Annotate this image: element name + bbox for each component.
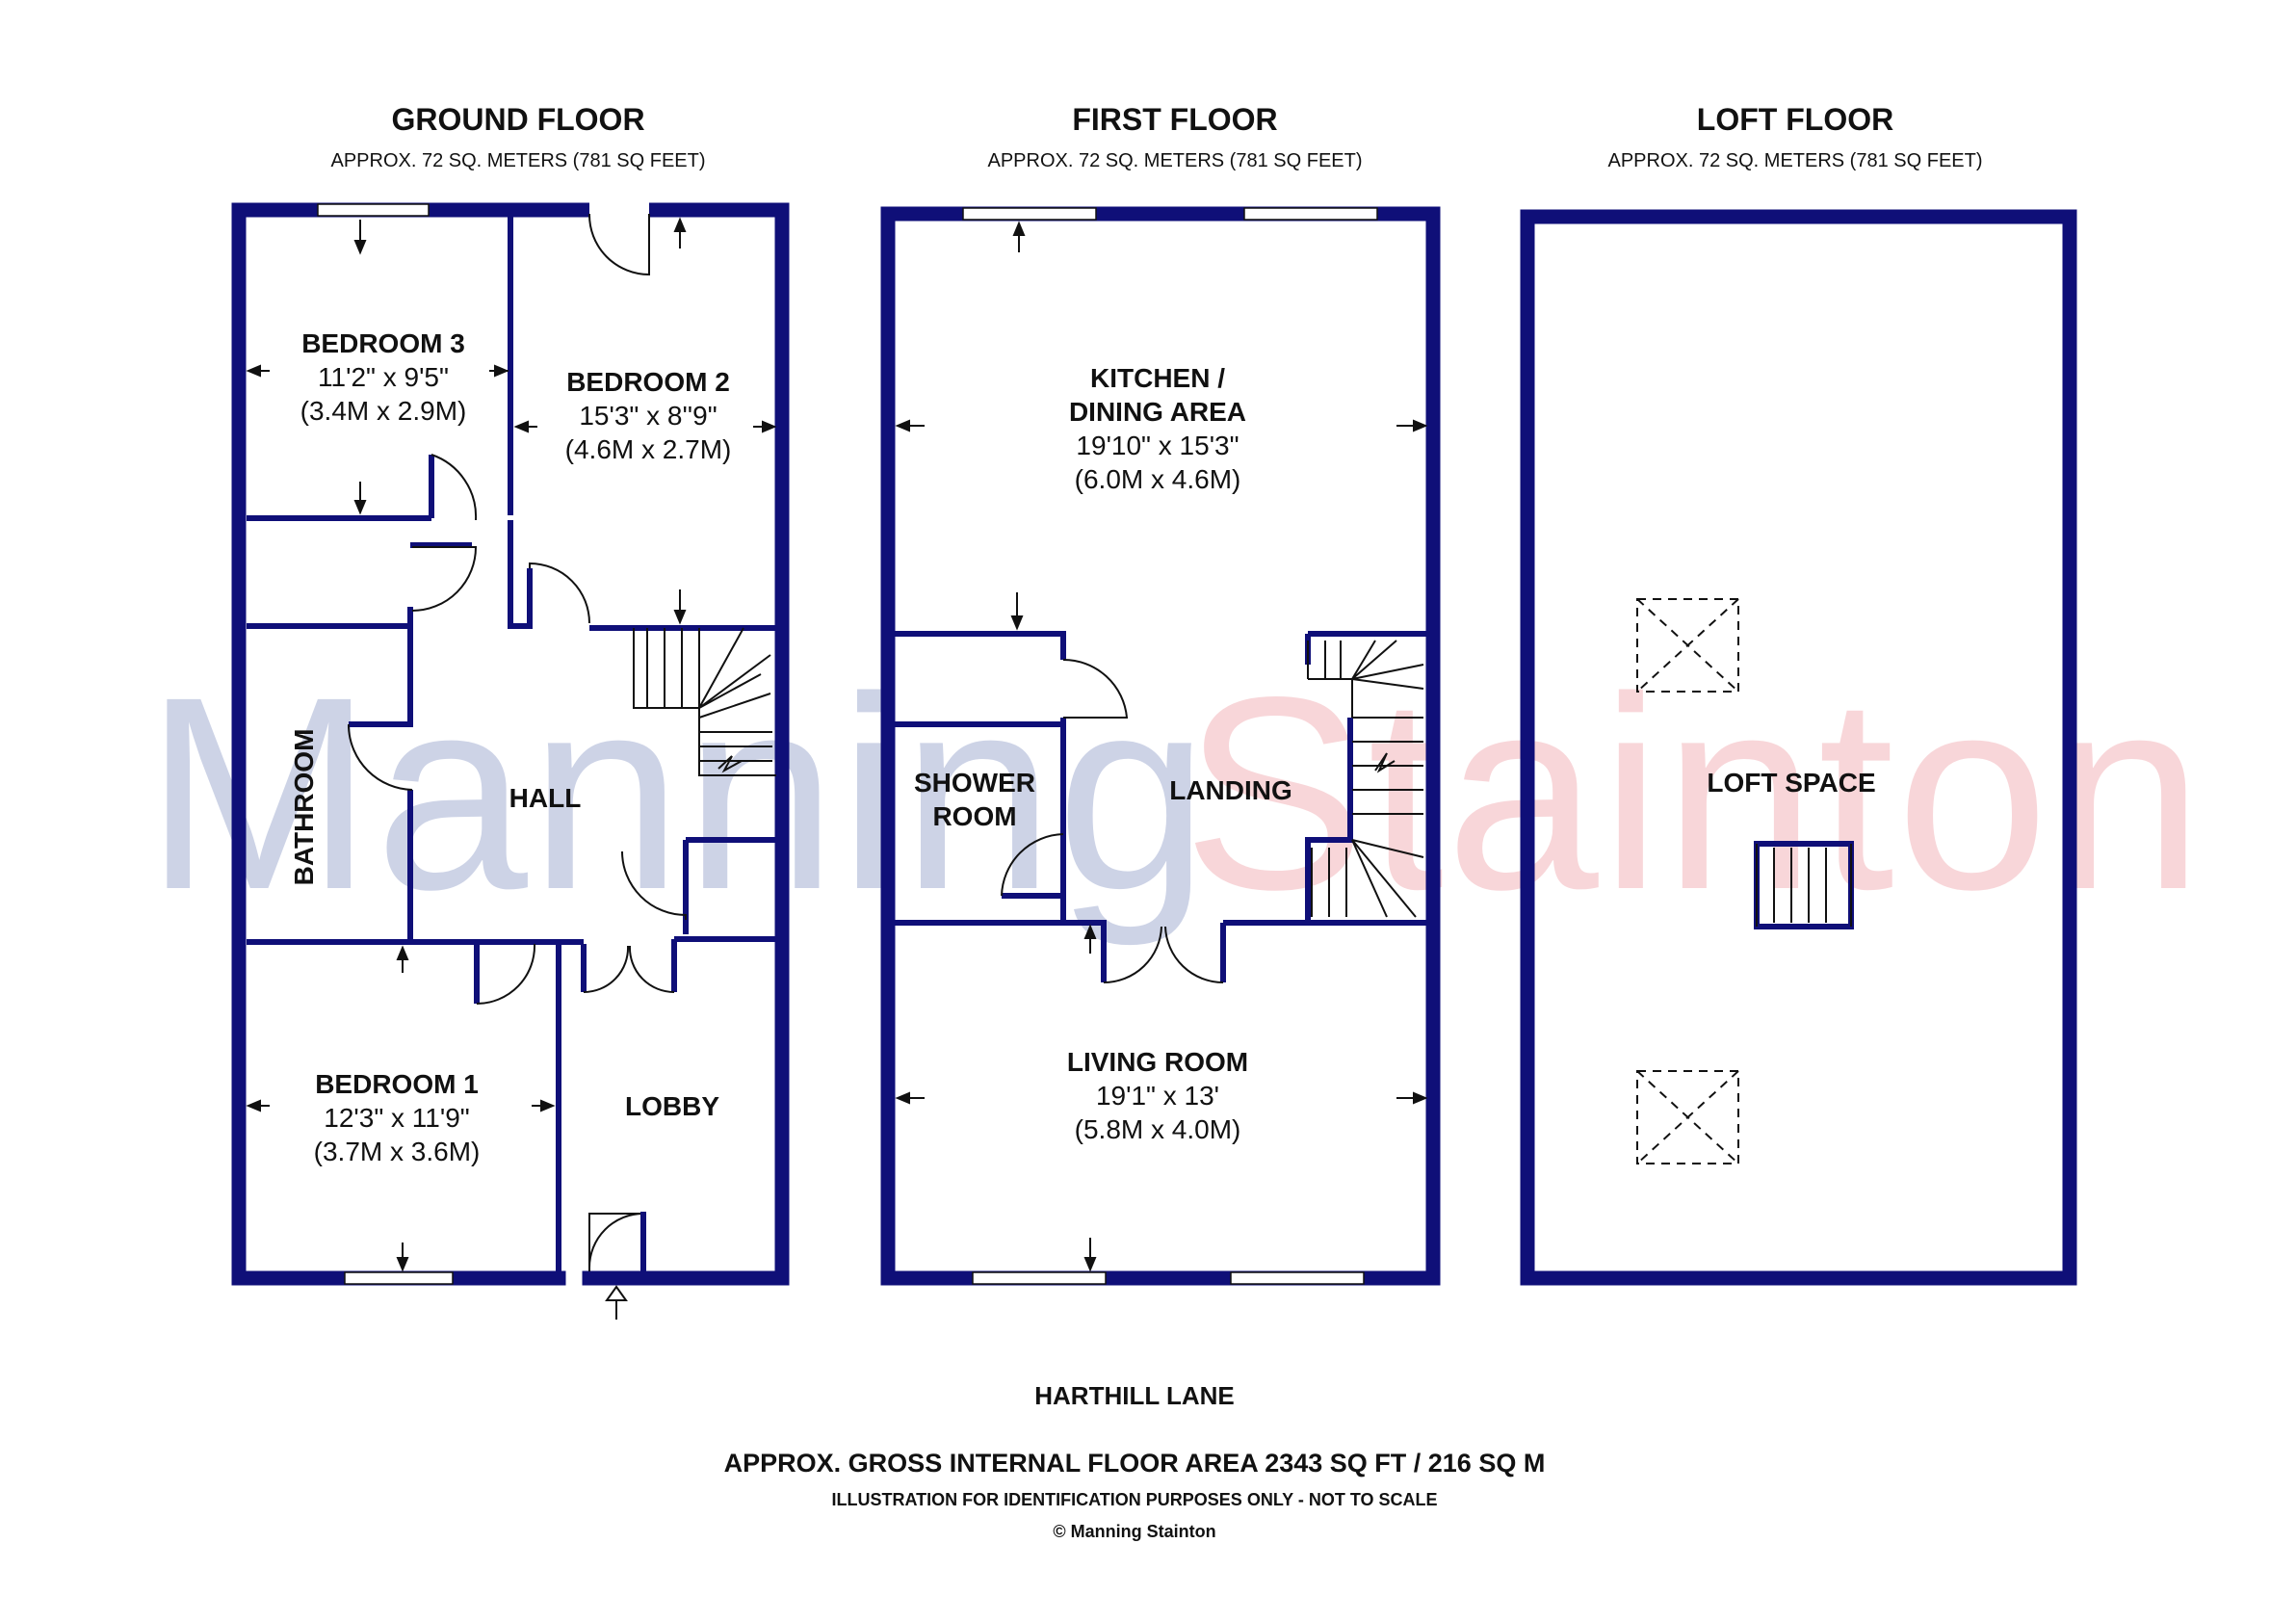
first-outer-wall [880, 206, 1441, 1286]
loft-space-name: LOFT SPACE [1707, 768, 1875, 798]
bedroom3-door-arc [430, 454, 478, 521]
bedroom1-imperial: 12'3" x 11'9" [324, 1103, 469, 1133]
room-bedroom-2: BEDROOM 2 15'3" x 8''9" (4.6M x 2.7M) [565, 367, 732, 464]
loft-floor-plan: LOFT SPACE [1520, 209, 2077, 1286]
bedroom2-imperial: 15'3" x 8''9" [579, 401, 717, 431]
bedroom1-metric: (3.7M x 3.6M) [314, 1137, 481, 1166]
wall-bed2-left-lower [508, 520, 533, 629]
kitchen-name-line2: DINING AREA [1069, 397, 1246, 427]
loft-floor-heading: LOFT FLOOR APPROX. 72 SQ. METERS (781 SQ… [1608, 102, 1983, 171]
ground-floor-plan: BEDROOM 3 11'2" x 9'5" (3.4M x 2.9M) BED… [231, 200, 790, 1320]
room-landing: LANDING [1169, 775, 1292, 805]
kitchen-window-right [1243, 207, 1378, 221]
skylight-icon [1636, 598, 1739, 693]
landing-name: LANDING [1169, 775, 1292, 805]
room-hall: HALL [509, 783, 582, 813]
bedroom2-metric: (4.6M x 2.7M) [565, 434, 732, 464]
disclaimer-label: ILLUSTRATION FOR IDENTIFICATION PURPOSES… [831, 1490, 1437, 1509]
bedroom3-metric: (3.4M x 2.9M) [300, 396, 467, 426]
living-window-left [972, 1271, 1107, 1285]
living-window-right [1230, 1271, 1365, 1285]
room-loft-space: LOFT SPACE [1707, 768, 1875, 798]
first-staircase [1307, 640, 1424, 918]
loft-floor-area: APPROX. 72 SQ. METERS (781 SQ FEET) [1608, 150, 1983, 171]
living-imperial: 19'1" x 13' [1096, 1081, 1219, 1111]
shower-name-line2: ROOM [932, 801, 1016, 831]
ground-floor-area: APPROX. 72 SQ. METERS (781 SQ FEET) [331, 150, 706, 171]
first-floor-plan: KITCHEN / DINING AREA 19'10" x 15'3" (6.… [880, 206, 1441, 1286]
living-double-door-arc [1103, 926, 1224, 983]
ground-dimension-arrows [246, 217, 777, 1272]
living-name: LIVING ROOM [1067, 1047, 1248, 1077]
ground-floor-heading: GROUND FLOOR APPROX. 72 SQ. METERS (781 … [331, 102, 706, 171]
wall-shower-door-stub [1002, 893, 1066, 920]
hall-name: HALL [509, 783, 582, 813]
room-living-room: LIVING ROOM 19'1" x 13' (5.8M x 4.0M) [1067, 1047, 1248, 1144]
bedroom2-name: BEDROOM 2 [566, 367, 730, 397]
skylight-icon [1636, 1070, 1739, 1164]
lobby-double-door-arc [583, 945, 675, 994]
front-door-arc [588, 1213, 644, 1271]
watermark-part-2: Stainton [1183, 641, 2205, 947]
kitchen-imperial: 19'10" x 15'3" [1076, 431, 1239, 460]
wall-stair-mid [1305, 718, 1353, 923]
wall-kitchen-shower-top [895, 631, 1066, 660]
plan-footer: HARTHILL LANE APPROX. GROSS INTERNAL FLO… [724, 1381, 1546, 1541]
shower-landing-door-arc [1062, 658, 1129, 719]
kitchen-name-line1: KITCHEN / [1090, 363, 1225, 393]
wall-bath-right-upper [349, 607, 413, 727]
bedroom3-name: BEDROOM 3 [301, 328, 465, 358]
bedroom1-name: BEDROOM 1 [315, 1069, 479, 1099]
ground-outer-wall [231, 202, 790, 1286]
room-bedroom-3: BEDROOM 3 11'2" x 9'5" (3.4M x 2.9M) [300, 328, 467, 426]
ground-staircase [633, 627, 776, 776]
bedroom3-imperial: 11'2" x 9'5" [318, 362, 449, 392]
room-bathroom: BATHROOM [289, 729, 319, 886]
copyright-label: © Manning Stainton [1053, 1522, 1215, 1541]
lobby-name: LOBBY [625, 1091, 719, 1121]
room-shower-room: SHOWER ROOM [914, 768, 1035, 831]
bathroom-name: BATHROOM [289, 729, 319, 886]
cloak-door-arc [621, 850, 687, 920]
cupboard-door-arc [411, 546, 478, 612]
bedroom2-door-arc [529, 562, 590, 624]
room-lobby: LOBBY [625, 1091, 719, 1121]
first-dimension-arrows [895, 221, 1428, 1272]
first-floor-heading: FIRST FLOOR APPROX. 72 SQ. METERS (781 S… [988, 102, 1363, 171]
shower-name-line1: SHOWER [914, 768, 1035, 798]
kitchen-metric: (6.0M x 4.6M) [1075, 464, 1241, 494]
wall-shower-bottom [895, 920, 1107, 982]
bedroom3-window [317, 203, 430, 217]
ground-floor-title: GROUND FLOOR [391, 102, 644, 137]
loft-floor-title: LOFT FLOOR [1697, 102, 1893, 137]
first-floor-title: FIRST FLOOR [1072, 102, 1277, 137]
entrance-arrow [605, 1285, 628, 1320]
bedroom2-top-door [587, 213, 650, 276]
bedroom1-door-arc [476, 943, 536, 1005]
bedroom2-top-opening [589, 200, 649, 222]
bathroom-door-arc [348, 724, 413, 791]
living-metric: (5.8M x 4.0M) [1075, 1114, 1241, 1144]
gross-area-label: APPROX. GROSS INTERNAL FLOOR AREA 2343 S… [724, 1449, 1546, 1478]
room-bedroom-1: BEDROOM 1 12'3" x 11'9" (3.7M x 3.6M) [314, 1069, 481, 1166]
loft-outer-wall [1520, 209, 2077, 1286]
shower-door-arc [1001, 833, 1064, 897]
loft-hatch-ladder [1754, 841, 1854, 929]
room-kitchen-dining: KITCHEN / DINING AREA 19'10" x 15'3" (6.… [1069, 363, 1246, 494]
bedroom1-window [344, 1271, 454, 1285]
kitchen-window-left [962, 207, 1097, 221]
first-floor-area: APPROX. 72 SQ. METERS (781 SQ FEET) [988, 150, 1363, 171]
address-label: HARTHILL LANE [1034, 1381, 1235, 1410]
